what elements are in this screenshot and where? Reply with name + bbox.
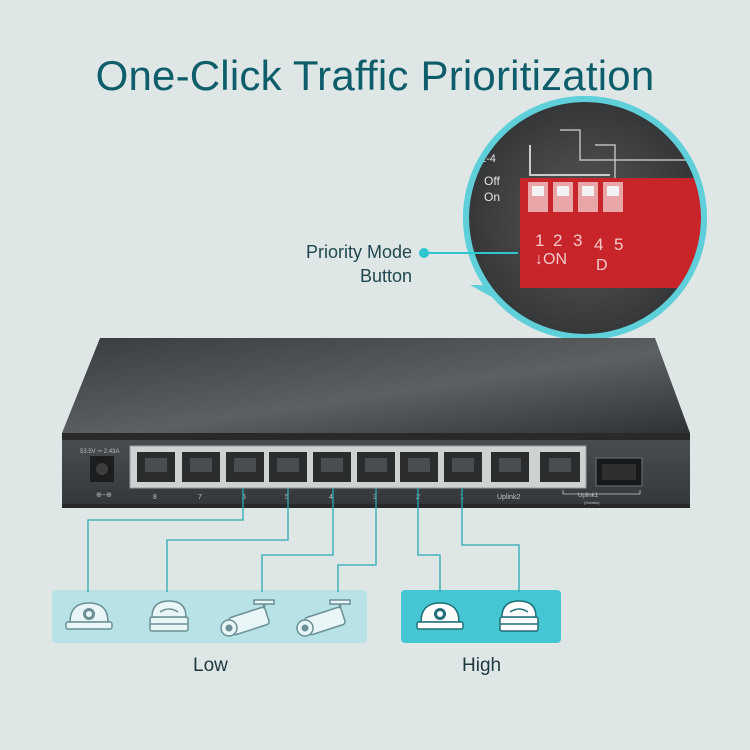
network-switch: 53.5V ⎓ 2.43A ⊕−⊕ 8 7 6 5 4 3 2 1 Uplink… — [62, 338, 690, 508]
ethernet-port-1 — [444, 452, 482, 482]
ethernet-port-8 — [137, 452, 175, 482]
port-label-uplink1: Uplink1 — [578, 493, 599, 499]
dip-switch-1[interactable] — [532, 186, 544, 196]
dip-on-text: ↓ON — [535, 251, 567, 268]
ethernet-port-5 — [269, 452, 307, 482]
priority-mode-callout: Priority Mode Button — [262, 240, 412, 288]
zoom-callout: 1-4 Off On 1 2 3 4 5 ↓ON D — [463, 96, 707, 340]
port-label-7: 7 — [198, 494, 202, 501]
power-spec: 53.5V ⎓ 2.43A — [80, 449, 119, 455]
dip-switch-3[interactable] — [582, 186, 594, 196]
low-priority-panel — [52, 590, 367, 643]
port-label-combo: (Combo) — [584, 500, 600, 505]
page-title: One-Click Traffic Prioritization — [95, 52, 655, 99]
port-label-4: 4 — [329, 494, 333, 501]
low-priority-label: Low — [193, 655, 228, 676]
dip-number-5: 5 — [614, 235, 623, 254]
ethernet-port-2 — [400, 452, 438, 482]
sfp-port — [595, 457, 643, 487]
dome-camera-icon — [149, 600, 189, 632]
port-label-uplink2: Uplink2 — [497, 494, 520, 501]
dip-off-label: Off — [484, 174, 500, 188]
dome-camera-icon — [65, 602, 113, 630]
dip-number-3: 3 — [573, 231, 582, 250]
port-label-6: 6 — [242, 494, 246, 501]
ethernet-port-7 — [182, 452, 220, 482]
dip-switch-4[interactable] — [607, 186, 619, 196]
port-label-3: 3 — [373, 494, 377, 501]
ethernet-port-uplink2 — [491, 452, 529, 482]
dip-partial-text: D — [596, 257, 608, 274]
callout-line1: Priority Mode — [305, 242, 412, 262]
high-priority-label: High — [462, 655, 502, 676]
dip-number-2: 2 — [553, 231, 562, 250]
dip-number-1: 1 — [535, 231, 544, 250]
dome-camera-icon — [416, 602, 464, 630]
ethernet-port-6 — [226, 452, 264, 482]
dip-switch-2[interactable] — [557, 186, 569, 196]
ethernet-port-4 — [313, 452, 351, 482]
callout-line2: Button — [359, 266, 412, 286]
dome-camera-icon — [499, 600, 539, 632]
port-label-8: 8 — [153, 494, 157, 501]
ethernet-port-3 — [357, 452, 395, 482]
bullet-camera-icon — [296, 599, 351, 637]
bullet-camera-icon — [220, 599, 275, 637]
callout-dot — [419, 248, 429, 258]
dip-number-4: 4 — [594, 235, 603, 254]
dip-on-label: On — [484, 190, 500, 204]
connection-lines — [87, 488, 520, 592]
port-label-5: 5 — [285, 494, 289, 501]
svg-text:⊕−⊕: ⊕−⊕ — [96, 492, 112, 499]
ethernet-port-uplink1 — [540, 452, 580, 482]
